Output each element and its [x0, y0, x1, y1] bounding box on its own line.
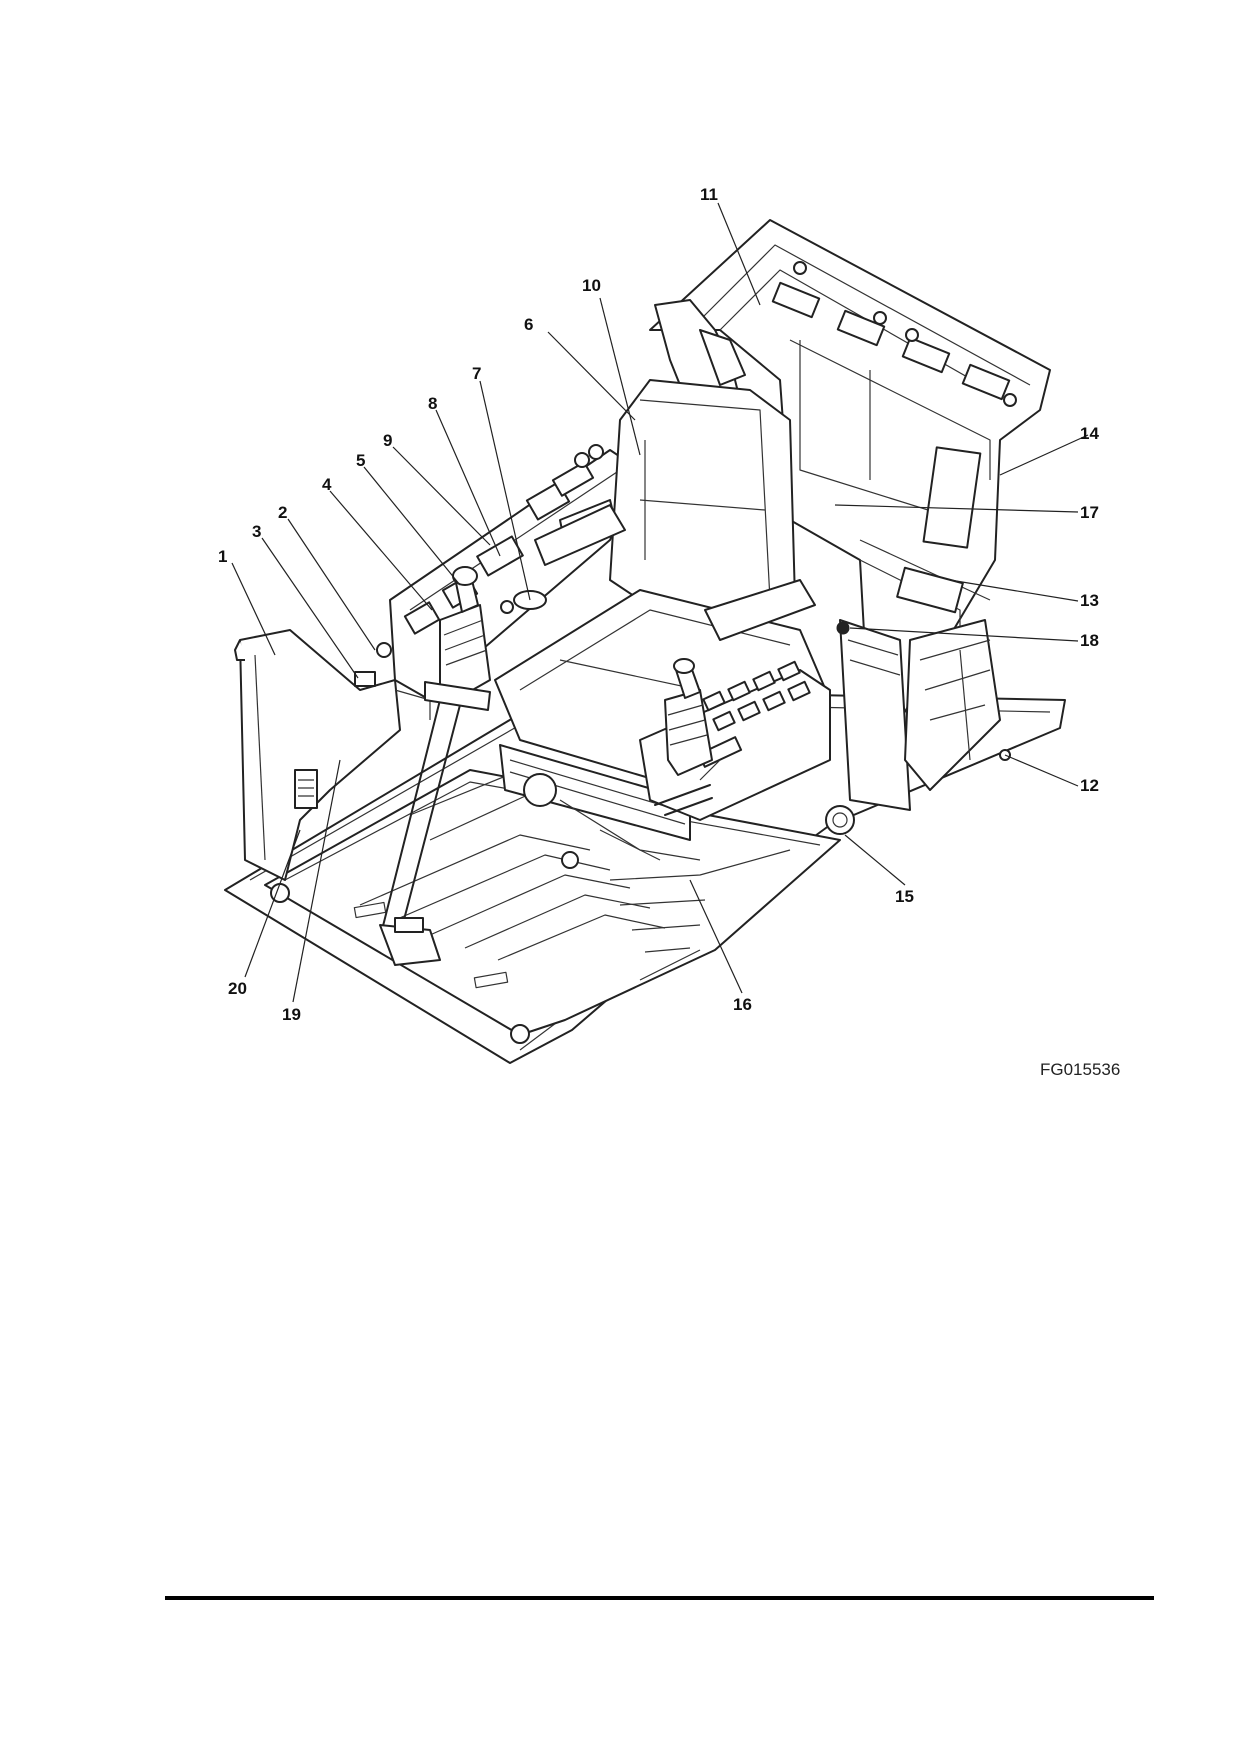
- callout-5: 5: [356, 451, 365, 470]
- callout-19: 19: [282, 1005, 301, 1024]
- right-joystick: [664, 658, 713, 776]
- callout-8: 8: [428, 394, 437, 413]
- callout-17: 17: [1080, 503, 1099, 522]
- callout-numbers: 1 2 3 4 5 6 7 8 9 10 11 12 13 14 15 16 1…: [218, 185, 1099, 1024]
- footer-rule: [165, 1596, 1154, 1600]
- figure-code: FG015536: [1040, 1060, 1121, 1079]
- callout-13: 13: [1080, 591, 1099, 610]
- callout-12: 12: [1080, 776, 1099, 795]
- callout-2: 2: [278, 503, 287, 522]
- callout-10: 10: [582, 276, 601, 295]
- right-side-panel: [825, 619, 1011, 835]
- callout-14: 14: [1080, 424, 1099, 443]
- safety-lever: [379, 681, 491, 966]
- leader-lines: [231, 202, 1089, 1003]
- callout-15: 15: [895, 887, 914, 906]
- callout-6: 6: [524, 315, 533, 334]
- rear-wall-panel: [649, 219, 1051, 741]
- callout-4: 4: [322, 475, 332, 494]
- callout-11: 11: [700, 185, 718, 204]
- callout-7: 7: [472, 364, 481, 383]
- callout-20: 20: [228, 979, 247, 998]
- left-side-console: [234, 629, 431, 881]
- callout-16: 16: [733, 995, 752, 1014]
- callout-9: 9: [383, 431, 392, 450]
- callout-1: 1: [218, 547, 227, 566]
- left-joystick: [439, 566, 491, 701]
- floor-mat: [264, 759, 841, 1044]
- right-control-console: [639, 660, 831, 821]
- callout-18: 18: [1080, 631, 1099, 650]
- callout-3: 3: [252, 522, 261, 541]
